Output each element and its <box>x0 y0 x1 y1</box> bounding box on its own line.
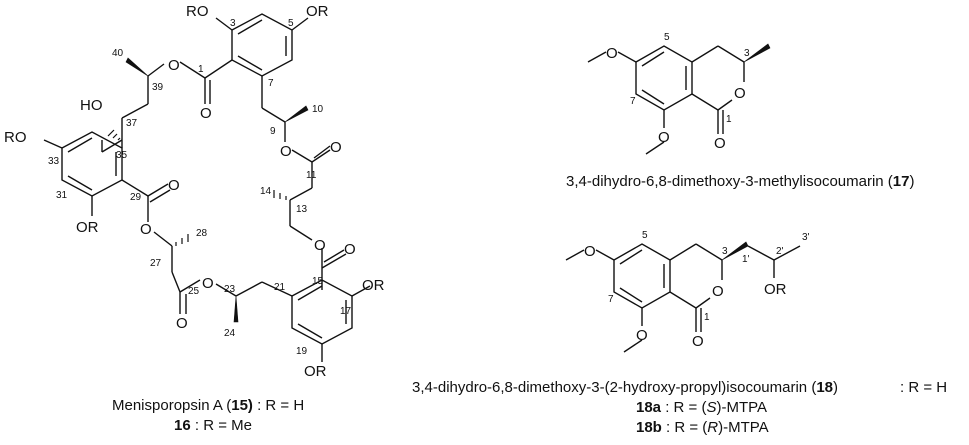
wedge-18-c1prime <box>721 241 749 261</box>
label-or-top-right: OR <box>306 3 329 20</box>
locant-33: 33 <box>48 156 60 167</box>
caption-menisporopsin: Menisporopsin A (15) : R = H <box>112 397 304 414</box>
locant-17-5: 5 <box>664 32 670 43</box>
locant-17-3: 3 <box>744 48 750 59</box>
locant-7: 7 <box>268 78 274 89</box>
locant-37: 37 <box>126 118 138 129</box>
label-or-left-bottom: OR <box>76 219 99 236</box>
caption-isocoumarin18: 3,4-dihydro-6,8-dimethoxy-3-(2-hydroxy-p… <box>412 379 838 396</box>
label-o-ester11: O <box>280 143 292 160</box>
locant-21: 21 <box>274 282 286 293</box>
isocoumarin17-bonds <box>587 45 745 155</box>
label-o-carbonyl11: O <box>330 139 342 156</box>
label-ro-left: RO <box>4 129 27 146</box>
locant-9: 9 <box>270 126 276 137</box>
locant-39: 39 <box>152 82 164 93</box>
locant-18-7: 7 <box>608 294 614 305</box>
locant-18-3: 3 <box>722 246 728 257</box>
label-ro-top-left: RO <box>186 3 209 20</box>
macrolide-bonds <box>43 13 371 362</box>
wedge-c24 <box>233 295 239 323</box>
locant-31: 31 <box>56 190 68 201</box>
locant-18-3prime: 3' <box>802 232 810 243</box>
hash-c37 <box>107 129 121 141</box>
locant-13: 13 <box>296 204 308 215</box>
caption-18a: 18a : R = (S)-MTPA <box>636 399 767 416</box>
label-o-ester29: O <box>140 221 152 238</box>
locant-24: 24 <box>224 328 236 339</box>
label-18-o-methoxy8: O <box>636 327 648 344</box>
locant-18-1: 1 <box>704 312 710 323</box>
label-or-bottom: OR <box>304 363 327 380</box>
label-o-carbonyl29: O <box>168 177 180 194</box>
locant-14: 14 <box>260 186 272 197</box>
label-18-o-methoxy6: O <box>584 243 596 260</box>
label-17-o-methoxy6: O <box>606 45 618 62</box>
label-17-o-methoxy8: O <box>658 129 670 146</box>
label-o-carbonyl1: O <box>200 105 212 122</box>
hash-c14 <box>273 190 287 200</box>
caption-18b: 18b : R = (R)-MTPA <box>636 419 769 436</box>
locant-18-5: 5 <box>642 230 648 241</box>
locant-25: 25 <box>188 286 200 297</box>
caption-compound-16: 16 : R = Me <box>174 417 252 434</box>
wedge-c10 <box>284 105 309 123</box>
wedge-17-c3-methyl <box>743 43 771 63</box>
label-o-ester25: O <box>202 275 214 292</box>
locant-10: 10 <box>312 104 324 115</box>
label-o-ester1: O <box>168 57 180 74</box>
ring-18-aromatic <box>613 243 671 309</box>
label-or-right: OR <box>362 277 385 294</box>
locant-28: 28 <box>196 228 208 239</box>
locant-3: 3 <box>230 18 236 29</box>
locant-5: 5 <box>288 18 294 29</box>
locant-18-1prime: 1' <box>742 254 750 265</box>
hash-c28 <box>175 234 189 246</box>
locant-18-2prime: 2' <box>776 246 784 257</box>
locant-40: 40 <box>112 48 124 59</box>
locant-17: 17 <box>340 306 352 317</box>
locant-29: 29 <box>130 192 142 203</box>
ring-bottom <box>291 279 353 345</box>
label-o-carbonyl15: O <box>344 241 356 258</box>
label-18-or-side: OR <box>764 281 787 298</box>
locant-35: 35 <box>116 150 128 161</box>
label-ho: HO <box>80 97 103 114</box>
caption-isocoumarin17: 3,4-dihydro-6,8-dimethoxy-3-methylisocou… <box>566 173 914 190</box>
locant-17-1: 1 <box>726 114 732 125</box>
label-17-o-ring: O <box>734 85 746 102</box>
ring-top <box>231 13 293 77</box>
locant-27: 27 <box>150 258 162 269</box>
isocoumarin18-bonds <box>565 243 801 353</box>
locant-11: 11 <box>306 170 317 181</box>
ring-left <box>61 131 123 197</box>
label-o-ester15: O <box>314 237 326 254</box>
ring-17-aromatic <box>635 45 693 111</box>
label-o-carbonyl25: O <box>176 315 188 332</box>
locant-15: 15 <box>312 276 324 287</box>
locant-17-7: 7 <box>630 96 636 107</box>
locant-1: 1 <box>198 64 204 75</box>
locant-23: 23 <box>224 284 236 295</box>
label-18-o-ring: O <box>712 283 724 300</box>
label-17-o-carbonyl: O <box>714 135 726 152</box>
caption-isocoumarin18-r: : R = H <box>900 379 947 396</box>
wedge-c40 <box>125 57 149 77</box>
locant-19: 19 <box>296 346 308 357</box>
label-18-o-carbonyl: O <box>692 333 704 350</box>
